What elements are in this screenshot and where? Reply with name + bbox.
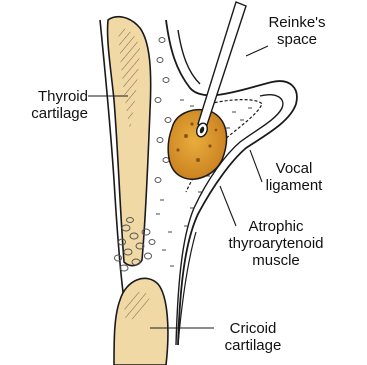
- label-reinkes-space: Reinke's space: [256, 14, 338, 48]
- thyroid-cartilage: [100, 17, 151, 300]
- label-atrophic-muscle: Atrophic thyroarytenoid muscle: [214, 218, 338, 269]
- label-vocal-line-2: ligament: [252, 177, 336, 194]
- label-cricoid-line-2: cartilage: [212, 337, 294, 354]
- label-thyroid-line-2: cartilage: [4, 105, 88, 122]
- label-reinkes-line-1: Reinke's: [256, 14, 338, 31]
- reinke-lesion: [168, 110, 226, 179]
- label-thyroid-line-1: Thyroid: [4, 88, 88, 105]
- label-cricoid-cartilage: Cricoid cartilage: [212, 320, 294, 354]
- label-vocal-line-1: Vocal: [252, 160, 336, 177]
- label-muscle-line-2: thyroarytenoid: [214, 235, 338, 252]
- label-reinkes-line-2: space: [256, 31, 338, 48]
- label-vocal-ligament: Vocal ligament: [252, 160, 336, 194]
- label-thyroid-cartilage: Thyroid cartilage: [4, 88, 88, 122]
- label-muscle-line-1: Atrophic: [214, 218, 338, 235]
- cricoid-cartilage: [114, 278, 168, 365]
- label-cricoid-line-1: Cricoid: [212, 320, 294, 337]
- label-muscle-line-3: muscle: [214, 252, 338, 269]
